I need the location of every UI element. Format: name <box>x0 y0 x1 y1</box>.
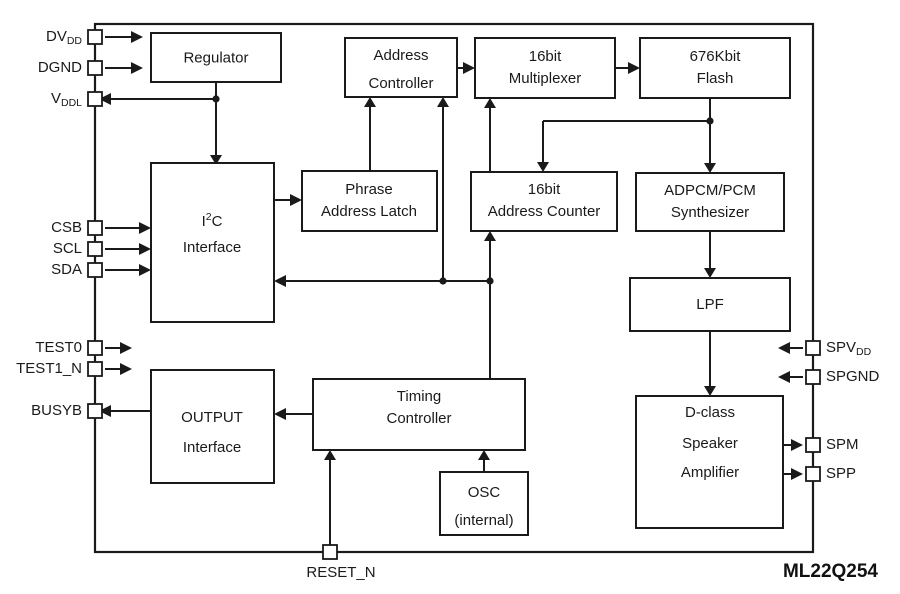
block-multiplexer-label-line2: Multiplexer <box>509 70 582 87</box>
chip-boundary <box>93 22 815 554</box>
block-phrase-latch-label-line1: Phrase <box>345 181 393 198</box>
block-regulator-label: Regulator <box>183 49 248 66</box>
wire-reset-to-timing <box>324 450 336 545</box>
pad-vddl[interactable] <box>87 91 103 107</box>
block-amplifier-label-line2: Speaker <box>682 435 738 452</box>
pad-sda[interactable] <box>87 262 103 278</box>
block-output-interface-label-line1: OUTPUT <box>181 409 243 426</box>
wire-test0 <box>105 342 132 354</box>
block-timing-controller-label-line2: Controller <box>386 410 451 427</box>
block-lpf[interactable]: LPF <box>629 277 791 332</box>
block-synthesizer-label-line1: ADPCM/PCM <box>664 182 756 199</box>
block-amplifier-label-line3: Amplifier <box>681 464 739 481</box>
wire-lpf-to-amp <box>704 331 716 396</box>
block-phrase-latch-label-line2: Address Latch <box>321 203 417 220</box>
pin-label-test1-n: TEST1_N <box>16 360 82 377</box>
block-i2c-label-line1: I2C <box>202 211 223 230</box>
block-i2c-interface[interactable]: I2C Interface <box>150 162 275 323</box>
wire-feedback-to-i2c <box>274 275 494 287</box>
wire-dvdd <box>105 31 143 43</box>
pin-label-spgnd: SPGND <box>826 368 880 385</box>
wire-flash-out <box>537 98 716 173</box>
block-osc-label-line1: OSC <box>468 484 501 501</box>
pad-spgnd[interactable] <box>805 369 821 385</box>
block-output-interface-label-line2: Interface <box>183 439 241 456</box>
pin-label-csb: CSB <box>51 219 82 236</box>
wire-spgnd <box>778 371 803 383</box>
pin-label-dvdd: DVDD <box>46 28 82 47</box>
block-address-counter-label-line2: Address Counter <box>488 203 601 220</box>
pin-label-dgnd: DGND <box>38 59 82 76</box>
pad-csb[interactable] <box>87 220 103 236</box>
wire-dgnd <box>105 62 143 74</box>
pad-scl[interactable] <box>87 241 103 257</box>
block-16bit-address-counter[interactable]: 16bit Address Counter <box>470 171 618 232</box>
pad-busyb[interactable] <box>87 403 103 419</box>
block-16bit-multiplexer[interactable]: 16bit Multiplexer <box>474 37 616 99</box>
pin-label-scl: SCL <box>53 240 82 257</box>
block-amplifier-label-line1: D-class <box>685 404 735 421</box>
wire-scl <box>105 243 151 255</box>
block-address-controller-label-line1: Address <box>373 47 428 64</box>
pin-label-spvdd: SPVDD <box>826 339 872 358</box>
block-flash-label-line1: 676Kbit <box>690 48 742 65</box>
wire-latch-to-addrctrl <box>364 97 376 171</box>
wire-osc-to-timing <box>478 450 490 472</box>
block-adpcm-pcm-synthesizer[interactable]: ADPCM/PCM Synthesizer <box>635 172 785 232</box>
block-d-class-speaker-amplifier[interactable]: D-class Speaker Amplifier <box>635 395 784 529</box>
block-lpf-label: LPF <box>696 296 724 313</box>
wire-spm <box>783 439 803 451</box>
block-osc[interactable]: OSC (internal) <box>439 471 529 536</box>
block-output-interface[interactable]: OUTPUT Interface <box>150 369 275 484</box>
block-address-controller-label-line2: Controller <box>368 75 433 92</box>
block-osc-label-line2: (internal) <box>454 512 513 529</box>
block-regulator[interactable]: Regulator <box>150 32 282 83</box>
block-address-counter-label-line1: 16bit <box>528 181 561 198</box>
pin-label-sda: SDA <box>51 261 82 278</box>
block-flash[interactable]: 676Kbit Flash <box>639 37 791 99</box>
wire-bus-to-counter <box>484 231 496 281</box>
wire-vddl <box>99 93 220 105</box>
wire-mux-to-flash <box>615 62 640 74</box>
pad-reset-n[interactable] <box>322 544 338 560</box>
wire-test1n <box>105 363 132 375</box>
pin-label-busyb: BUSYB <box>31 402 82 419</box>
pad-test0[interactable] <box>87 340 103 356</box>
pad-spm[interactable] <box>805 437 821 453</box>
block-synthesizer-label-line2: Synthesizer <box>671 204 749 221</box>
wire-sda <box>105 264 151 276</box>
block-address-controller[interactable]: Address Controller <box>344 37 458 98</box>
block-phrase-address-latch[interactable]: Phrase Address Latch <box>301 170 438 232</box>
wire-synth-to-lpf <box>704 231 716 278</box>
pad-test1-n[interactable] <box>87 361 103 377</box>
pin-label-spm: SPM <box>826 436 859 453</box>
wire-addrctrl-to-mux <box>457 62 475 74</box>
block-timing-controller-label-line1: Timing <box>397 388 441 405</box>
block-flash-label-line2: Flash <box>697 70 734 87</box>
wire-counter-to-addrctrl <box>437 97 449 285</box>
block-multiplexer-label-line1: 16bit <box>529 48 562 65</box>
wire-timing-to-output <box>274 408 313 420</box>
block-i2c-label-line2: Interface <box>183 239 241 256</box>
pin-label-spp: SPP <box>826 465 856 482</box>
pin-label-vddl: VDDL <box>51 90 82 109</box>
pad-spvdd[interactable] <box>805 340 821 356</box>
pad-dgnd[interactable] <box>87 60 103 76</box>
pin-label-test0: TEST0 <box>35 339 82 356</box>
wire-i2c-to-latch <box>274 194 302 206</box>
wire-regulator-to-i2c <box>210 82 222 165</box>
wire-csb <box>105 222 151 234</box>
pad-dvdd[interactable] <box>87 29 103 45</box>
wire-busyb <box>99 405 151 417</box>
block-timing-controller[interactable]: Timing Controller <box>312 378 526 451</box>
wire-counter-to-mux <box>484 98 496 172</box>
wire-spp <box>783 468 803 480</box>
pin-label-reset-n: RESET_N <box>306 564 375 581</box>
wire-spvdd <box>778 342 803 354</box>
pad-spp[interactable] <box>805 466 821 482</box>
part-number-label: ML22Q254 <box>783 561 878 582</box>
